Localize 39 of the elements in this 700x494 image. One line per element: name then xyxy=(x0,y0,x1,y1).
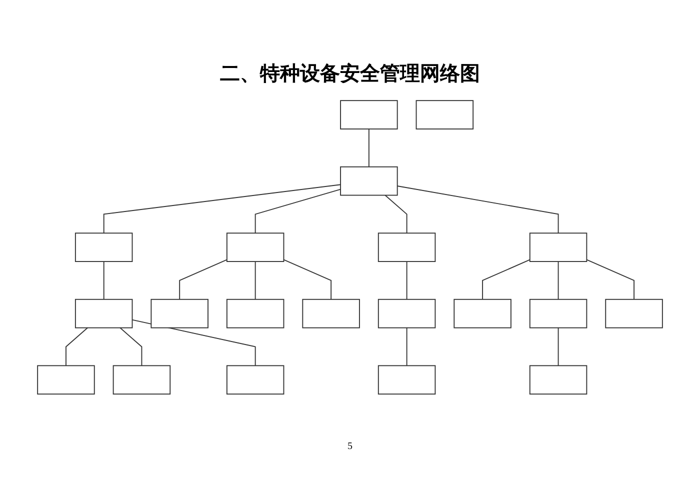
connector xyxy=(120,327,142,366)
node-box xyxy=(529,298,588,328)
node-box xyxy=(226,232,284,262)
node-box xyxy=(529,232,588,262)
connector xyxy=(254,188,341,234)
connector xyxy=(406,327,408,366)
connector xyxy=(103,184,341,234)
node-box xyxy=(340,100,398,130)
node-box xyxy=(37,365,95,395)
connector xyxy=(283,259,332,300)
connector xyxy=(103,261,104,300)
node-box xyxy=(74,232,133,262)
node-box xyxy=(340,166,398,196)
node-box xyxy=(150,298,208,328)
node-box xyxy=(378,365,436,395)
connector xyxy=(179,259,228,300)
connector xyxy=(558,327,559,366)
connector xyxy=(586,259,634,300)
node-box xyxy=(454,298,512,328)
diagram-title: 二、特种设备安全管理网络图 xyxy=(219,62,481,87)
node-box xyxy=(226,365,284,395)
node-box xyxy=(416,100,474,130)
node-box xyxy=(378,232,436,262)
connector xyxy=(558,261,559,300)
node-box xyxy=(226,298,284,328)
connector xyxy=(482,259,530,300)
node-box xyxy=(529,365,588,395)
node-box xyxy=(302,298,360,328)
node-box xyxy=(605,298,663,328)
node-box xyxy=(112,365,171,395)
connector xyxy=(254,261,256,300)
connector xyxy=(384,194,408,234)
connector xyxy=(396,186,559,234)
connector xyxy=(66,327,88,366)
page-number: 5 xyxy=(346,441,354,452)
node-box xyxy=(74,298,133,328)
connector xyxy=(406,261,408,300)
node-box xyxy=(378,298,436,328)
connector xyxy=(368,128,370,168)
